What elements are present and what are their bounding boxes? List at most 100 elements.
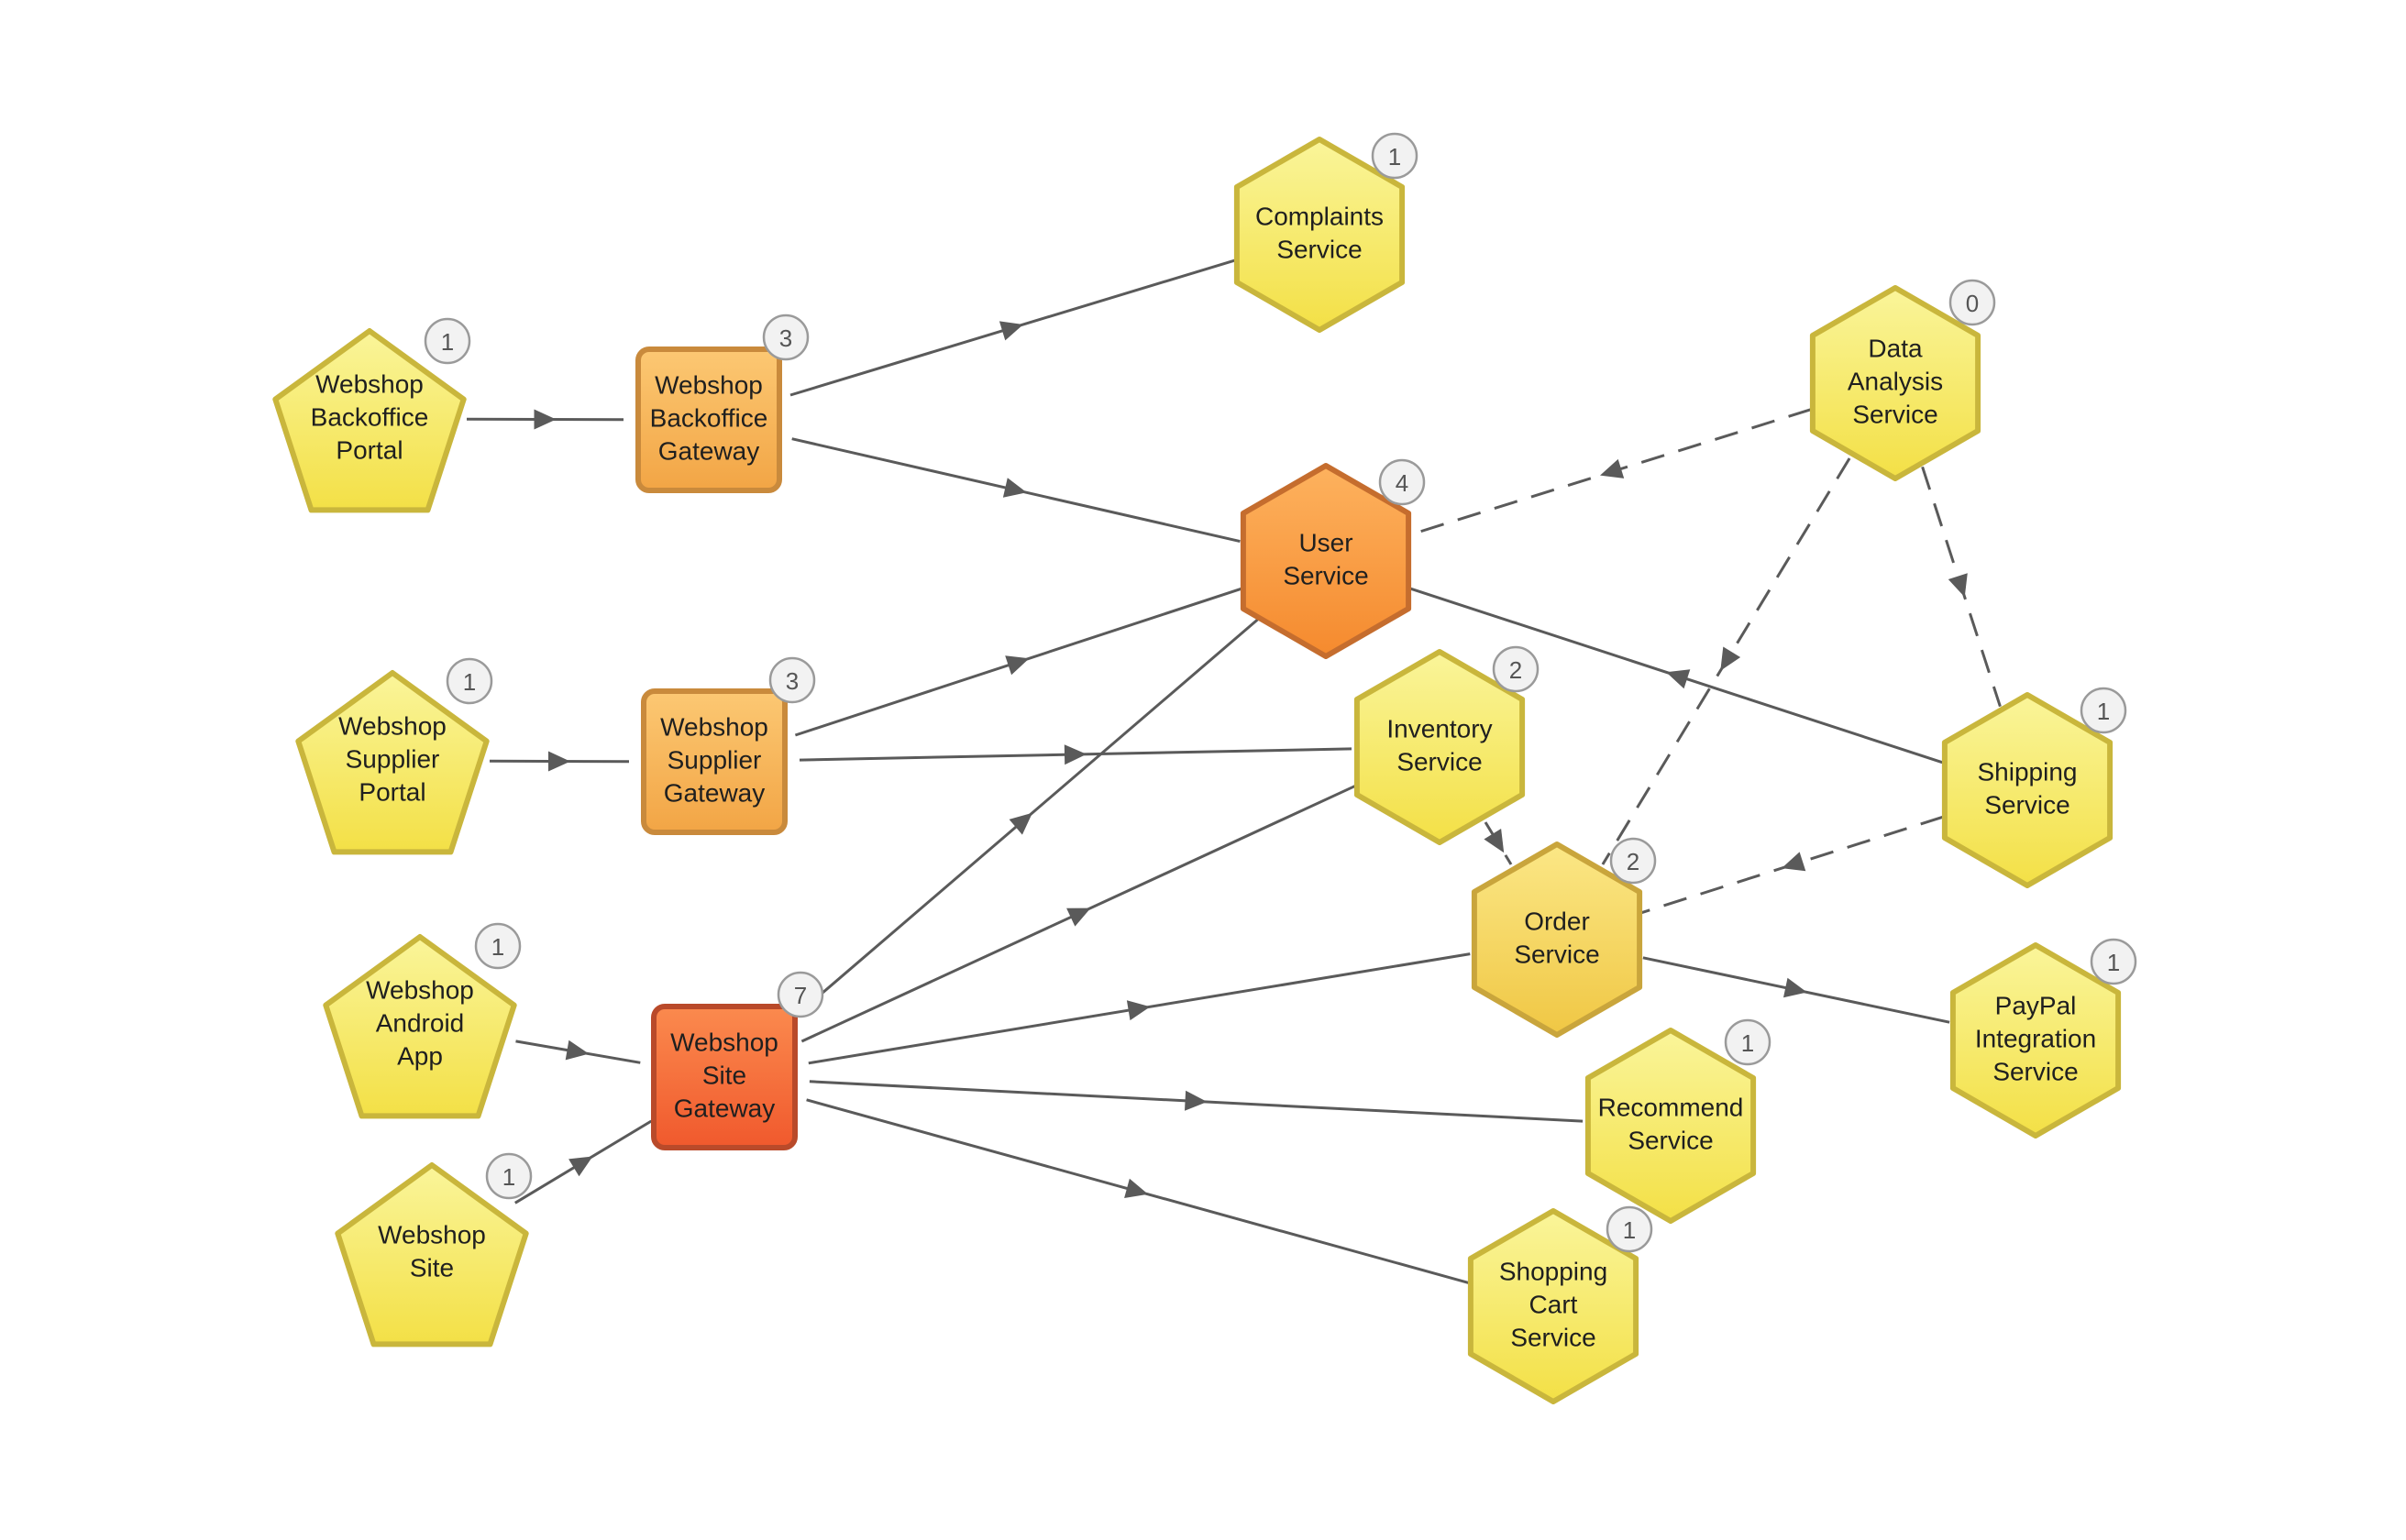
node-label-line: Integration: [1975, 1024, 2096, 1052]
badge-circle: [1371, 132, 1418, 180]
arrowhead-icon: [1666, 669, 1691, 689]
node-label-line: Supplier: [668, 745, 762, 774]
count-badge: 4: [1378, 458, 1426, 506]
node-label-line: Webshop: [315, 369, 424, 398]
pentagon-node-shape: [295, 670, 490, 855]
badge-circle: [777, 971, 824, 1018]
arrowhead-icon: [1600, 458, 1625, 478]
node-label-line: Site: [410, 1253, 454, 1282]
badge-count: 4: [1396, 469, 1408, 497]
badge-circle: [446, 657, 493, 705]
node-label-line: Inventory: [1386, 714, 1492, 742]
edge-line: [1484, 821, 1513, 865]
edge-data_analysis-to-user: [1409, 408, 1812, 536]
node-label-line: Backoffice: [311, 402, 429, 431]
node-label-line: Service: [1276, 235, 1362, 263]
badge-circle: [2090, 938, 2137, 985]
arrowhead-icon: [565, 1040, 590, 1061]
badge-count: 1: [2097, 698, 2110, 725]
count-badge: 1: [1371, 132, 1418, 180]
node-label-line: Service: [1984, 790, 2069, 819]
node-label-line: Supplier: [346, 744, 440, 773]
hexagon-node-shape: [1240, 463, 1412, 659]
badge-count: 2: [1627, 848, 1639, 875]
badge-count: 1: [2107, 949, 2120, 976]
count-badge: 2: [1609, 837, 1657, 885]
arrowhead-icon: [1720, 646, 1741, 671]
pentagon-node-shape: [335, 1162, 529, 1348]
edge-supplier_gateway-to-user: [794, 587, 1243, 737]
edge-android_app-to-site_gateway: [515, 1040, 641, 1064]
node-label-line: Gateway: [674, 1094, 776, 1122]
badge-circle: [1948, 279, 1996, 326]
edge-backoffice_gateway-to-user: [791, 437, 1241, 544]
node-label-line: PayPal: [1995, 991, 2077, 1019]
node-label-line: Webshop: [670, 1028, 778, 1056]
edge-shipping-to-order: [1640, 815, 1944, 915]
badge-circle: [424, 317, 471, 365]
badge-circle: [1724, 1018, 1771, 1066]
count-badge: 1: [1724, 1018, 1771, 1066]
hexagon-node-shape: [1353, 649, 1526, 845]
badge-count: 1: [1623, 1216, 1636, 1244]
count-badge: 3: [768, 656, 816, 704]
node-label-line: Webshop: [366, 975, 474, 1004]
badge-circle: [474, 922, 522, 970]
arrowhead-icon: [1126, 1000, 1151, 1021]
arrowhead-icon: [1005, 655, 1030, 676]
node-label-line: Shopping: [1499, 1257, 1607, 1285]
badge-circle: [768, 656, 816, 704]
badge-count: 7: [794, 982, 807, 1009]
node-label-line: Webshop: [378, 1220, 486, 1248]
node-label-line: Analysis: [1848, 367, 1943, 395]
node-label-line: Service: [1510, 1323, 1595, 1351]
arrowhead-icon: [534, 409, 557, 430]
arrowhead-icon: [1124, 1178, 1149, 1198]
edge-site_gateway-to-order: [808, 952, 1471, 1065]
node-label-line: Service: [1283, 561, 1368, 589]
hexagon-node-shape: [1949, 942, 2122, 1138]
badge-circle: [1606, 1205, 1653, 1253]
badge-count: 3: [779, 324, 792, 352]
node-label-line: App: [397, 1041, 443, 1070]
hexagon-node-shape: [1467, 1208, 1639, 1404]
hexagon-node-shape: [1809, 285, 1981, 481]
badge-count: 1: [491, 933, 504, 961]
edges-layer: [466, 258, 2002, 1284]
edge-backoffice_portal-to-backoffice_gateway: [466, 409, 624, 430]
count-badge: 1: [2080, 687, 2127, 734]
count-badge: 7: [777, 971, 824, 1018]
badge-circle: [1492, 645, 1540, 693]
hexagon-node-shape: [1471, 842, 1643, 1038]
node-label-line: Data: [1868, 334, 1923, 362]
badge-circle: [762, 314, 810, 361]
edge-site_gateway-to-user: [788, 617, 1261, 1023]
count-badge: 1: [1606, 1205, 1653, 1253]
badge-circle: [1609, 837, 1657, 885]
edge-data_analysis-to-shipping: [1921, 466, 2002, 708]
badge-count: 1: [463, 668, 476, 696]
arrowhead-icon: [1002, 478, 1027, 498]
edge-supplier_gateway-to-inventory: [799, 744, 1352, 765]
nodes-layer: WebshopBackofficePortal1WebshopSupplierP…: [272, 132, 2137, 1404]
edge-data_analysis-to-order: [1601, 457, 1851, 865]
badge-circle: [485, 1152, 533, 1200]
square-node-shape: [635, 346, 782, 493]
